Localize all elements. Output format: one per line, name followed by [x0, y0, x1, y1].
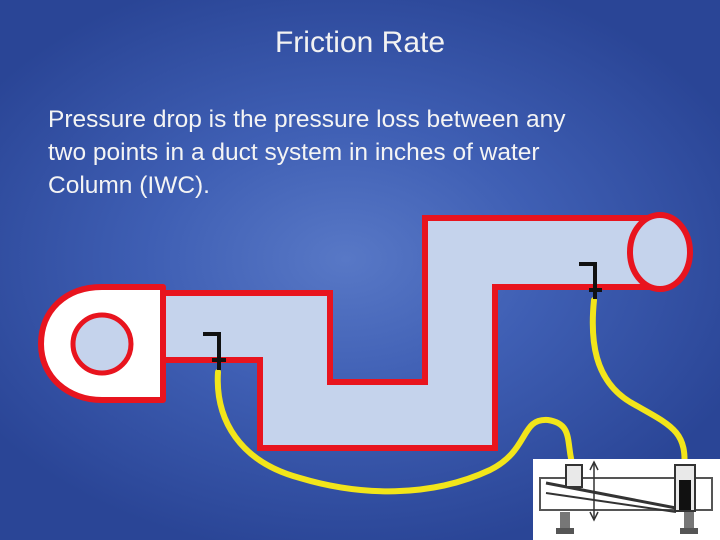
body-line-1: Pressure drop is the pressure loss betwe…: [48, 106, 566, 133]
pressure-probe-left: [203, 332, 226, 370]
inclined-manometer: [533, 459, 720, 540]
duct-end-opening: [627, 212, 693, 292]
slide-title: Friction Rate: [274, 26, 446, 59]
pressure-probe-right: [579, 262, 602, 299]
fan-housing: [38, 284, 166, 403]
sensing-tube-left: [214, 369, 577, 495]
sensing-tube-right: [589, 297, 688, 473]
duct-run: [160, 215, 666, 451]
body-line-2: two points in a duct system in inches of…: [48, 139, 540, 166]
body-line-3: Column (IWC).: [48, 172, 210, 199]
slide-body: Pressure drop is the pressure loss betwe…: [48, 103, 688, 202]
